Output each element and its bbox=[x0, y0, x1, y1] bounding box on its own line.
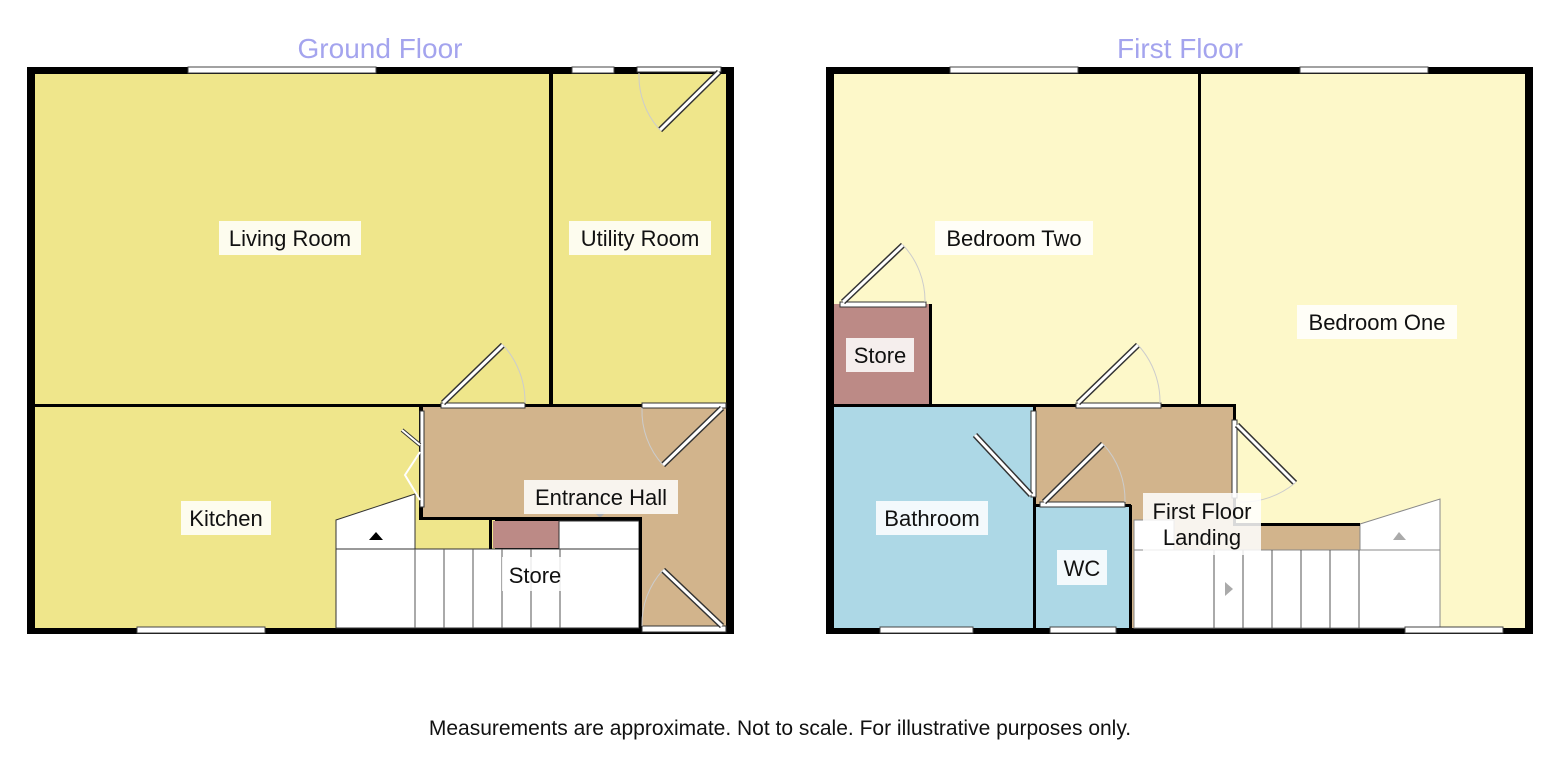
door bbox=[972, 410, 1037, 498]
window bbox=[136, 626, 266, 634]
stair-up-arrow-icon bbox=[1393, 532, 1406, 540]
label-kitchen: Kitchen bbox=[189, 506, 262, 531]
staircase bbox=[1133, 498, 1441, 629]
window bbox=[571, 66, 615, 74]
door bbox=[839, 242, 927, 308]
window bbox=[879, 626, 974, 634]
first-floor-title: First Floor bbox=[1117, 33, 1243, 64]
label-bedroom-two: Bedroom Two bbox=[946, 226, 1081, 251]
staircase bbox=[335, 493, 640, 629]
door bbox=[440, 342, 526, 409]
label-utility-room: Utility Room bbox=[581, 226, 700, 251]
label-bedroom-one: Bedroom One bbox=[1309, 310, 1446, 335]
door bbox=[641, 402, 727, 468]
label-store: Store bbox=[854, 343, 907, 368]
first-floor-plan: First Floor bbox=[826, 33, 1533, 634]
window bbox=[187, 66, 377, 74]
window bbox=[1049, 626, 1117, 634]
door bbox=[1075, 342, 1162, 409]
label-store: Store bbox=[509, 563, 562, 588]
label-wc: WC bbox=[1064, 556, 1101, 581]
door bbox=[641, 567, 727, 633]
door bbox=[1039, 441, 1126, 508]
label-living-room: Living Room bbox=[229, 226, 351, 251]
ground-floor-plan: Ground Floor bbox=[27, 33, 734, 634]
door bbox=[636, 66, 722, 133]
window bbox=[1299, 66, 1429, 74]
bifold-door bbox=[400, 410, 425, 508]
label-entrance-hall: Entrance Hall bbox=[535, 485, 667, 510]
window bbox=[1404, 626, 1504, 634]
room-store bbox=[493, 521, 559, 548]
label-landing-line1: First Floor bbox=[1153, 499, 1252, 524]
ground-floor-title: Ground Floor bbox=[298, 33, 463, 64]
stair-arrow-icon bbox=[1225, 582, 1233, 596]
label-bathroom: Bathroom bbox=[884, 506, 979, 531]
window bbox=[949, 66, 1079, 74]
stair-up-arrow-icon bbox=[369, 532, 383, 540]
label-landing-line2: Landing bbox=[1163, 525, 1241, 550]
disclaimer-note: Measurements are approximate. Not to sca… bbox=[428, 717, 1132, 740]
